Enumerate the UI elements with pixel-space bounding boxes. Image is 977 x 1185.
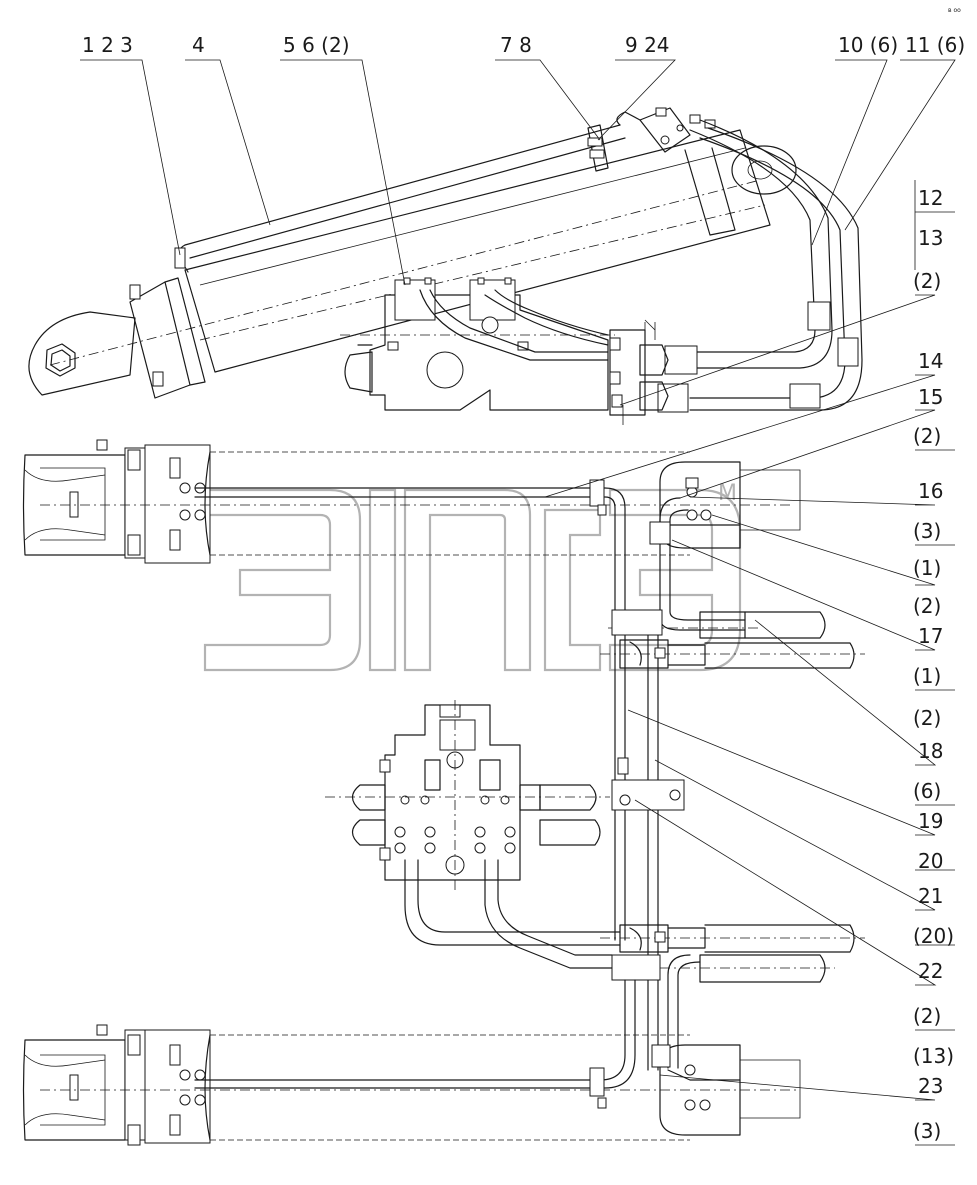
callout-20b: (20) [913, 924, 954, 948]
top-cylinder [28, 107, 863, 425]
callout-4: 4 [192, 33, 205, 57]
callout-17: 17 [918, 624, 943, 648]
watermark-registered-mark: М [718, 481, 737, 506]
callout-21: 21 [918, 884, 943, 908]
callout-2a: (2) [913, 269, 941, 293]
callout-2e: (2) [913, 1004, 941, 1028]
callout-1b: (1) [913, 664, 941, 688]
central-pipes [600, 609, 865, 1071]
callout-10: 10 (6) [838, 33, 898, 57]
callout-23: 23 [918, 1074, 943, 1098]
callout-16: 16 [918, 479, 943, 503]
callout-18: 18 [918, 739, 943, 763]
callout-3a: (3) [913, 519, 941, 543]
callout-5-6: 5 6 (2) [283, 33, 350, 57]
leader-lines [80, 59, 956, 1146]
callout-9-24: 9 24 [625, 33, 670, 57]
callout-19: 19 [918, 809, 943, 833]
callout-3b: (3) [913, 1119, 941, 1143]
lower-cylinder-plan [22, 979, 801, 1146]
callout-labels-top: 1 2 3 4 5 6 (2) 7 8 9 24 10 (6) 11 (6) [82, 33, 965, 57]
callout-13b: (13) [913, 1044, 954, 1068]
callout-labels-right: 12 13 (2) 14 15 (2) 16 (3) (1) (2) 17 (1… [913, 186, 954, 1143]
upper-cylinder-plan [22, 439, 826, 639]
callout-6: (6) [913, 779, 941, 803]
callout-1a: (1) [913, 556, 941, 580]
callout-15: 15 [918, 385, 943, 409]
callout-14: 14 [918, 349, 943, 373]
callout-2b: (2) [913, 424, 941, 448]
callout-22: 22 [918, 959, 943, 983]
callout-7-8: 7 8 [500, 33, 532, 57]
callout-1-2-3: 1 2 3 [82, 33, 133, 57]
callout-12: 12 [918, 186, 943, 210]
callout-20: 20 [918, 849, 943, 873]
central-valve-plan [325, 700, 621, 969]
callout-2d: (2) [913, 706, 941, 730]
callout-13: 13 [918, 226, 943, 250]
callout-11: 11 (6) [905, 33, 965, 57]
callout-2c: (2) [913, 594, 941, 618]
corner-mark: в оо [948, 7, 961, 14]
